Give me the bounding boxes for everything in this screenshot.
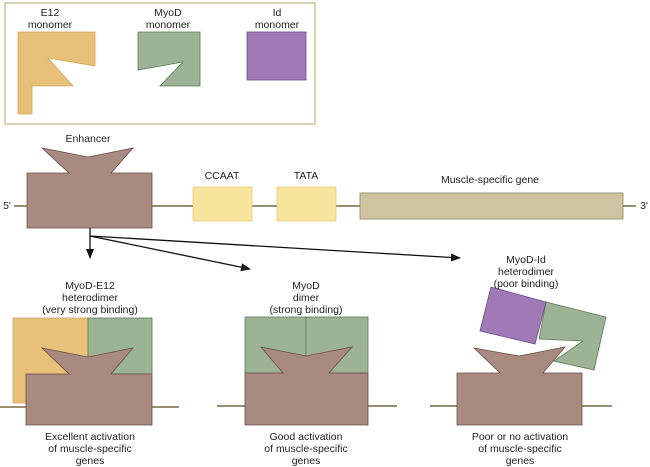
five-prime-label: 5' <box>3 200 11 212</box>
panel1-outcome: Excellent activation of muscle-specific … <box>45 431 135 467</box>
panel3-title: MyoD-Id heterodimer (poor binding) <box>493 254 559 290</box>
panel2-title: MyoD dimer (strong binding) <box>269 280 343 316</box>
panel2-outcome: Good activation of muscle-specific genes <box>264 431 348 467</box>
three-prime-label: 3' <box>640 200 648 212</box>
id-monomer-shape <box>246 31 307 81</box>
legend-label-myod: MyoD monomer <box>145 7 191 31</box>
ccaat-box <box>192 186 253 222</box>
e12-monomer-shape <box>17 31 96 115</box>
enhancer-shape <box>26 147 153 229</box>
panel1-enhancer <box>25 347 153 426</box>
panel3-myod <box>538 301 607 371</box>
panel3-enhancer <box>456 346 583 426</box>
legend-label-e12: E12 monomer <box>27 7 73 31</box>
panel1-title: MyoD-E12 heterodimer (very strong bindin… <box>42 280 138 316</box>
myod-monomer-shape <box>137 31 201 87</box>
enhancer-label: Enhancer <box>65 133 111 145</box>
legend-label-id: Id monomer <box>254 7 300 31</box>
muscle-gene-box <box>359 192 624 220</box>
arrow-to-myod-id <box>89 235 461 262</box>
panel3-id <box>479 286 547 345</box>
panel2-enhancer <box>244 346 369 426</box>
arrow-to-myod-dimer <box>89 235 251 272</box>
gene-label: Muscle-specific gene <box>440 174 540 186</box>
tata-label: TATA <box>293 170 319 182</box>
ccaat-label: CCAAT <box>204 170 240 182</box>
panel3-outcome: Poor or no activation of muscle-specific… <box>471 431 569 467</box>
tata-box <box>276 186 337 222</box>
